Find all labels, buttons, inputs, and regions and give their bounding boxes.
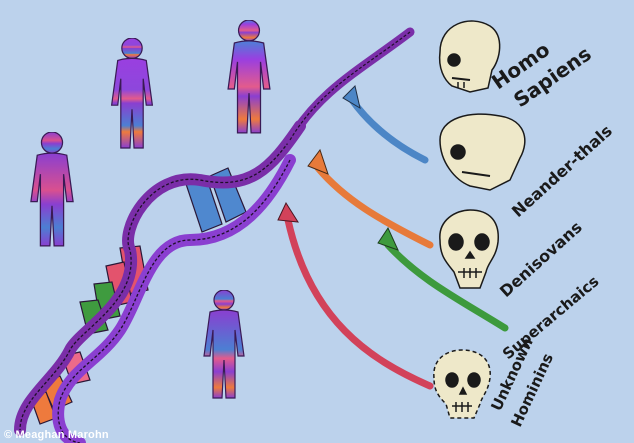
skull-denisovans: [439, 209, 499, 289]
arrow-neanderthals: [342, 85, 429, 164]
arrow-denisovans: [307, 148, 434, 249]
human-figure-3: [30, 132, 74, 247]
skull-homo-sapiens: [438, 20, 501, 93]
human-figure-1: [110, 38, 154, 149]
human-figure-4: [203, 290, 245, 399]
dna-helix: [14, 27, 415, 443]
skull-neanderthals: [439, 113, 526, 191]
arrow-superarchaics: [377, 226, 509, 332]
skull-unknown-hominins: [433, 349, 491, 419]
arrow-unknown-hominins: [277, 201, 434, 390]
human-figure-2: [227, 20, 271, 134]
image-credit: © Meaghan Marohn: [4, 429, 109, 441]
